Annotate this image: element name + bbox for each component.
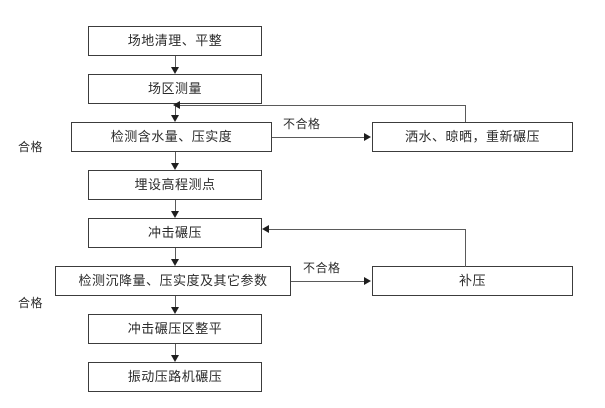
node-impact-rolling[interactable]: 冲击碾压 bbox=[88, 218, 262, 248]
node-label: 检测沉降量、压实度及其它参数 bbox=[78, 273, 268, 289]
connector-n2-n3 bbox=[175, 104, 176, 116]
node-supplementary-compaction[interactable]: 补压 bbox=[372, 266, 573, 296]
node-label: 场地清理、平整 bbox=[127, 33, 223, 49]
connector-n4-feedback-vertical bbox=[465, 105, 466, 122]
connector-n7-n9 bbox=[175, 296, 176, 307]
node-label: 埋设高程测点 bbox=[134, 177, 216, 193]
arrowhead-n5-n6 bbox=[171, 211, 179, 218]
connector-n4-feedback-horizontal bbox=[180, 105, 466, 106]
node-elevation-points[interactable]: 埋设高程测点 bbox=[88, 170, 262, 200]
arrowhead-n3-n4 bbox=[364, 133, 371, 141]
node-vibratory-roller[interactable]: 振动压路机碾压 bbox=[88, 362, 262, 392]
arrowhead-n8-feedback bbox=[262, 225, 269, 233]
arrowhead-n4-feedback bbox=[173, 101, 180, 109]
arrowhead-n2-n3 bbox=[171, 115, 179, 122]
node-moisture-compaction-test[interactable]: 检测含水量、压实度 bbox=[71, 122, 272, 152]
node-site-clearing[interactable]: 场地清理、平整 bbox=[88, 26, 262, 56]
connector-n3-n4-horizontal bbox=[272, 137, 364, 138]
node-site-survey[interactable]: 场区测量 bbox=[88, 74, 262, 104]
node-label: 冲击碾压 bbox=[147, 225, 202, 241]
node-settlement-test[interactable]: 检测沉降量、压实度及其它参数 bbox=[55, 266, 291, 296]
node-label: 补压 bbox=[458, 273, 486, 289]
node-water-dry-recompact[interactable]: 洒水、晾晒，重新碾压 bbox=[372, 122, 573, 152]
node-label: 检测含水量、压实度 bbox=[110, 129, 233, 145]
edge-label-fail-upper: 不合格 bbox=[283, 117, 321, 131]
arrowhead-n7-n8 bbox=[364, 277, 371, 285]
connector-n6-n7 bbox=[175, 248, 176, 259]
node-label: 场区测量 bbox=[147, 81, 202, 97]
node-leveling[interactable]: 冲击碾压区整平 bbox=[88, 314, 262, 344]
arrowhead-n6-n7 bbox=[171, 259, 179, 266]
edge-label-pass-upper: 合格 bbox=[18, 140, 44, 154]
edge-label-pass-lower: 合格 bbox=[18, 296, 44, 310]
node-label: 洒水、晾晒，重新碾压 bbox=[404, 129, 540, 145]
node-label: 冲击碾压区整平 bbox=[127, 321, 223, 337]
connector-n7-n8-horizontal bbox=[291, 281, 364, 282]
connector-n8-feedback-vertical bbox=[465, 229, 466, 267]
arrowhead-n1-n2 bbox=[171, 67, 179, 74]
arrowhead-n7-n9 bbox=[171, 307, 179, 314]
edge-label-fail-lower: 不合格 bbox=[303, 261, 341, 275]
connector-n8-feedback-horizontal bbox=[269, 229, 466, 230]
connector-n5-n6 bbox=[175, 200, 176, 211]
connector-n9-n10 bbox=[175, 344, 176, 355]
node-label: 振动压路机碾压 bbox=[127, 369, 223, 385]
arrowhead-n9-n10 bbox=[171, 355, 179, 362]
connector-n1-n2 bbox=[175, 56, 176, 68]
connector-n3-n5 bbox=[175, 152, 176, 163]
arrowhead-n3-n5 bbox=[171, 163, 179, 170]
